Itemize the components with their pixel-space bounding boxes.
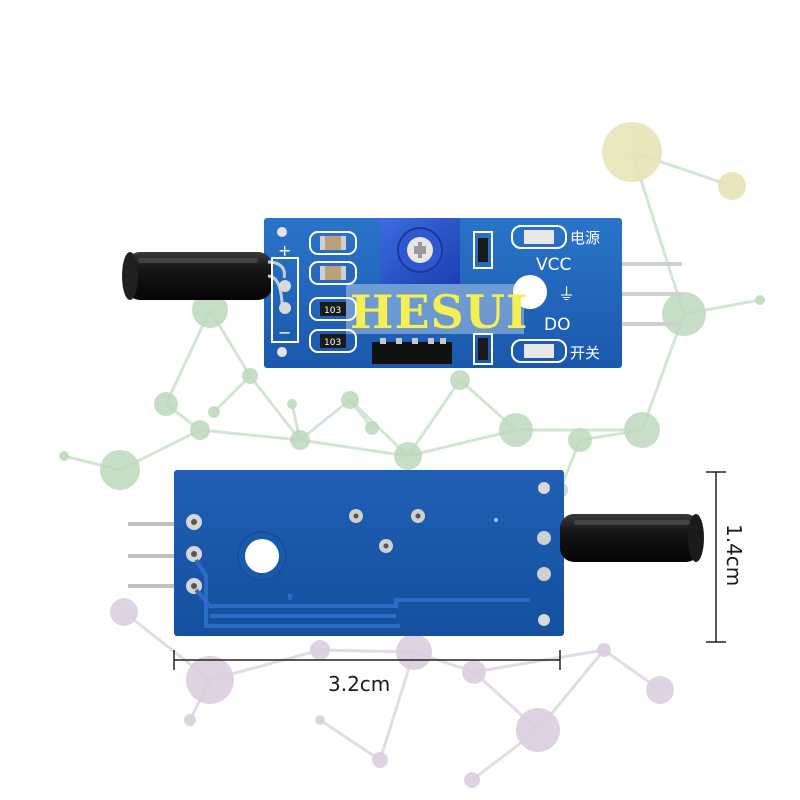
label-switch: 开关 [570,344,600,362]
potentiometer [380,218,460,284]
resistor-code-1: 103 [324,306,341,316]
pcb-bottom [174,470,564,636]
power-led [511,225,567,249]
background-network [59,122,765,788]
brand-watermark: HESUI [350,285,528,339]
vibration-sensor-tube [122,252,286,307]
dimension-width: 3.2cm [173,650,561,696]
resistor-code-2: 103 [324,338,341,348]
height-label: 1.4cm [722,524,746,586]
sensor-module-bottom [128,470,704,636]
width-label: 3.2cm [328,672,390,696]
label-power: 电源 [570,229,600,247]
dimension-height: 1.4cm [706,471,746,643]
sensor-module-top: + − 103 103 [122,218,682,368]
switch-led [511,339,567,363]
smd-capacitors [309,231,357,285]
label-vcc: VCC [536,255,571,275]
label-do: DO [544,315,570,335]
header-pins-bottom [128,522,178,588]
comparator-ic [372,338,452,364]
label-gnd: ⏚ [558,285,575,305]
smd-resistors: 103 103 [309,297,357,353]
silk-plus: + [278,241,291,260]
pcb-top [264,218,622,368]
silk-minus: − [278,323,291,342]
vibration-sensor-tube-bottom [560,514,704,562]
